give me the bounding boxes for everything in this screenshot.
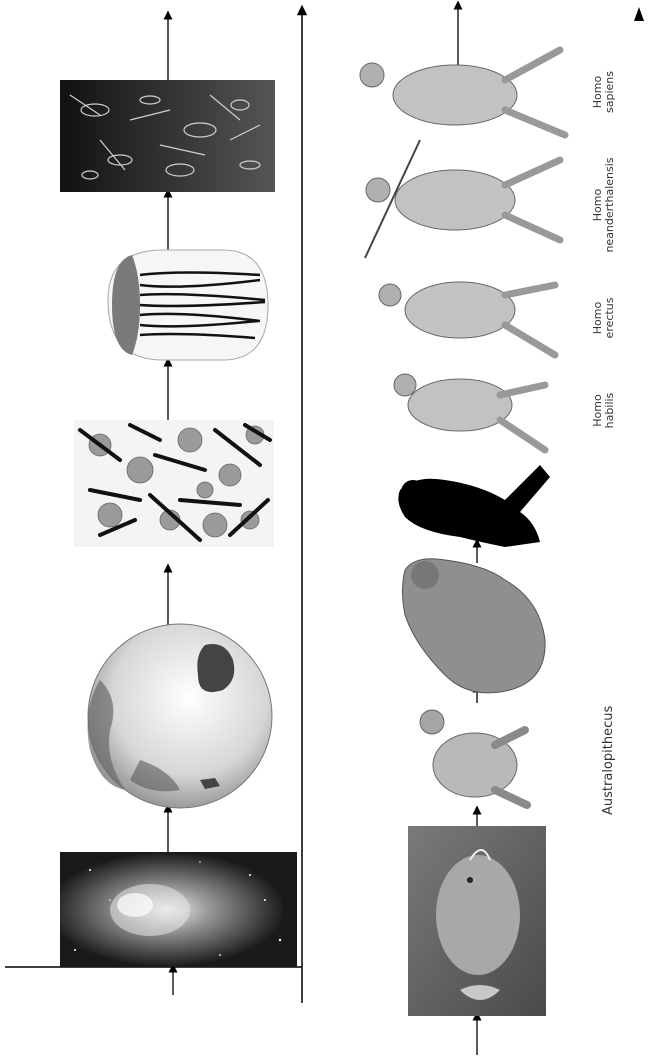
galaxy-image	[60, 852, 297, 967]
jellyfish-image	[108, 250, 268, 360]
homo-erectus-figure	[379, 282, 555, 355]
silhouette-figure	[398, 465, 550, 547]
fish-image	[408, 826, 546, 1016]
homo-habilis-figure	[394, 374, 545, 450]
cells-image	[74, 420, 274, 547]
homo-neanderthalensis-figure	[365, 140, 560, 258]
top-right-arrowhead	[634, 7, 644, 21]
earth-globe-image	[88, 624, 272, 808]
australopithecus-figure	[420, 710, 527, 805]
homo-sapiens-figure	[360, 50, 565, 135]
plankton-image	[60, 80, 275, 192]
gorilla-figure	[403, 559, 546, 693]
